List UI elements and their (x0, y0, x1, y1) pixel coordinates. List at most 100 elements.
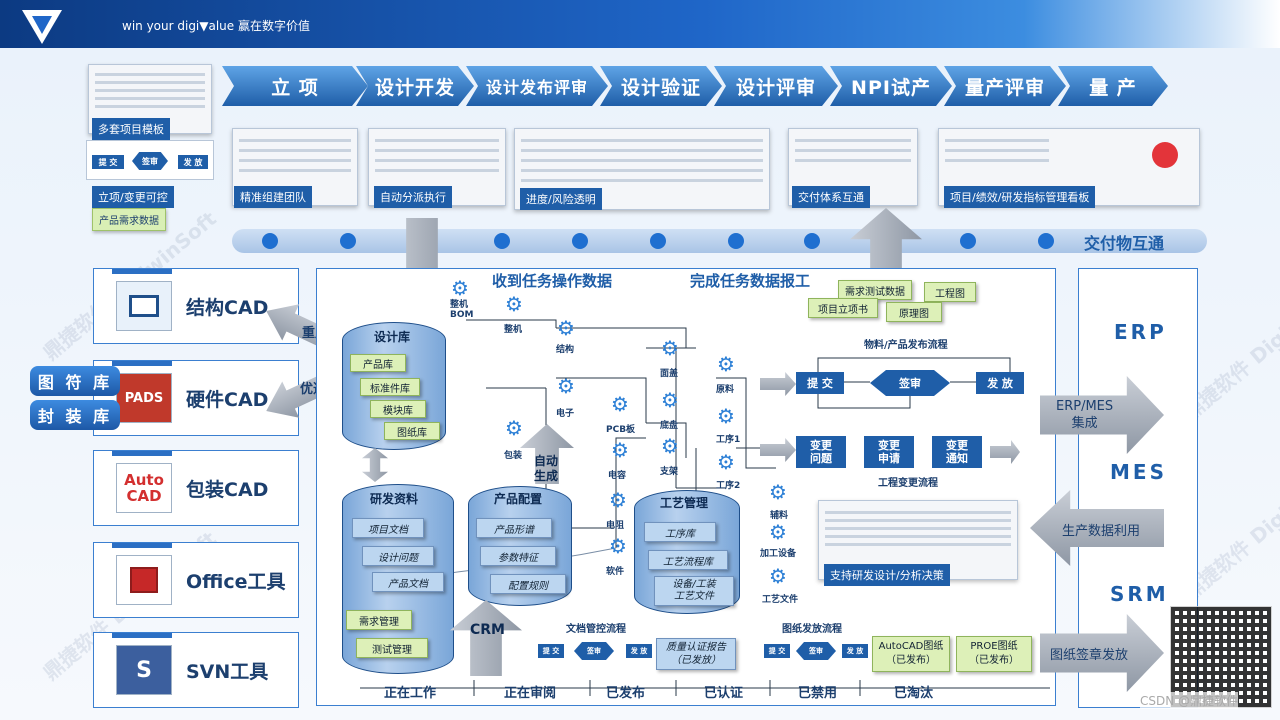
status-reviewing: 正在审阅 (504, 686, 557, 701)
stage-chevron: 设计验证 (600, 66, 722, 106)
timeline-dot (804, 233, 820, 249)
gear-label: 工艺文件 (762, 595, 799, 605)
design-library-title: 设计库 (374, 330, 411, 344)
mes-title: MES (1110, 460, 1167, 484)
gear-label: 整机 BOM (450, 300, 474, 320)
gear-label: 包装 (504, 451, 523, 461)
lib-note: 图纸库 (384, 422, 440, 440)
status-divider (360, 680, 1050, 696)
gear-icon: ⚙ (769, 520, 787, 544)
pie-chart-icon (1152, 142, 1178, 168)
doc-flow-title: 文档管控流程 (566, 624, 626, 635)
tool-label: 包装CAD (186, 478, 269, 501)
timeline-dot (1038, 233, 1054, 249)
cfg-note: 配置规则 (490, 574, 566, 594)
production-label: 生产数据利用 (1062, 524, 1141, 539)
bottom-sign: 签审 (796, 642, 836, 660)
gear-icon: ⚙ (609, 488, 627, 512)
doc-note: 需求测试数据 (838, 280, 912, 300)
doc-note: 工程图 (924, 282, 976, 302)
gear-label: 软件 (606, 567, 625, 577)
gear-label: PCB板 (606, 425, 636, 435)
product-config-title: 产品配置 (494, 492, 543, 506)
gear-icon: ⚙ (611, 392, 629, 416)
timeline-dot (572, 233, 588, 249)
footer-credit: CSDN @鼎捷软件 (1140, 692, 1239, 709)
rd-note: 需求管理 (346, 610, 412, 630)
slogan: win your digi▼alue 赢在数字价值 (122, 19, 310, 33)
stage-chevron: 量产评审 (944, 66, 1066, 106)
gear-icon: ⚙ (557, 374, 575, 398)
process-note: 工序库 (644, 522, 716, 542)
doc-note: 项目立项书 (808, 298, 878, 318)
change-issue: 变更 问题 (796, 436, 846, 468)
stage-chevron: 设计发布评审 (466, 66, 608, 106)
package-library: 封 装 库 (30, 400, 120, 430)
gear-label: 电子 (556, 409, 575, 419)
delivery-label: 交付体系互通 (792, 186, 870, 208)
qr-code-icon[interactable] (1170, 606, 1272, 708)
timeline-dot (960, 233, 976, 249)
cfg-note: 参数特征 (480, 546, 556, 566)
process-title: 工艺管理 (660, 496, 709, 510)
dashboard-label: 项目/绩效/研发指标管理看板 (944, 186, 1096, 208)
team-label: 精准组建团队 (234, 186, 312, 208)
tool-box-office[interactable]: Office工具 (93, 542, 299, 618)
erp-title: ERP (1114, 320, 1167, 344)
quality-report: 质量认证报告 （已发放） (656, 638, 736, 670)
digiwin-logo-icon (22, 10, 62, 44)
status-working: 正在工作 (384, 686, 437, 701)
top-banner (0, 0, 1280, 48)
status-obsolete: 已淘汰 (894, 686, 934, 701)
gear-label: 工序2 (716, 481, 741, 491)
doc-note: 原理图 (886, 302, 942, 322)
bottom-sign: 签审 (574, 642, 614, 660)
support-label: 支持研发设计/分析决策 (824, 564, 950, 586)
gear-icon: ⚙ (717, 404, 735, 428)
template-label: 多套项目模板 (92, 118, 170, 140)
release-flow-title: 物料/产品发布流程 (864, 340, 948, 351)
gear-icon: ⚙ (769, 480, 787, 504)
stage-chevron: 量 产 (1058, 66, 1168, 106)
gear-icon: ⚙ (505, 416, 523, 440)
change-request: 变更 申请 (864, 436, 914, 468)
crm-label: CRM (470, 622, 505, 638)
dispatch-label: 自动分派执行 (374, 186, 452, 208)
gear-icon: ⚙ (451, 276, 469, 300)
proe-drawing: PROE图纸 （已发布） (956, 636, 1032, 672)
change-notice: 变更 通知 (932, 436, 982, 468)
mini-submit: 提 交 (92, 155, 124, 169)
rd-note: 产品文档 (372, 572, 444, 592)
gear-icon: ⚙ (557, 316, 575, 340)
timeline-dot (728, 233, 744, 249)
timeline-dot (340, 233, 356, 249)
gear-icon: ⚙ (717, 450, 735, 474)
gear-label: 支架 (660, 467, 679, 477)
svn-icon: S (116, 645, 172, 695)
process-note: 设备/工装 工艺文件 (654, 576, 734, 606)
gear-label: 工序1 (716, 435, 741, 445)
stage-chevron: 设计评审 (714, 66, 838, 106)
gear-label: 电容 (608, 471, 627, 481)
lib-note: 模块库 (370, 400, 426, 418)
release-publish: 发 放 (976, 372, 1024, 394)
bottom-publish: 发 放 (626, 644, 652, 658)
sign-release-label: 图纸签章发放 (1050, 648, 1129, 663)
lib-note: 标准件库 (360, 378, 420, 396)
gear-icon: ⚙ (609, 534, 627, 558)
tool-label: 硬件CAD (186, 388, 269, 411)
tool-box-structure-cad[interactable]: 结构CAD (93, 268, 299, 344)
timeline (232, 229, 1207, 253)
gear-icon: ⚙ (661, 336, 679, 360)
autocad-icon: Auto CAD (116, 463, 172, 513)
tool-box-package-cad[interactable]: Auto CAD 包装CAD (93, 450, 299, 526)
rd-note: 测试管理 (356, 638, 428, 658)
erp-mes-label: ERP/MES 集成 (1056, 399, 1114, 431)
complete-title: 完成任务数据报工 (690, 272, 811, 290)
gear-label: 底盘 (660, 421, 679, 431)
stage-chevron: 立 项 (222, 66, 368, 106)
status-released: 已发布 (606, 686, 646, 701)
autocad-drawing: AutoCAD图纸 （已发布） (872, 636, 950, 672)
